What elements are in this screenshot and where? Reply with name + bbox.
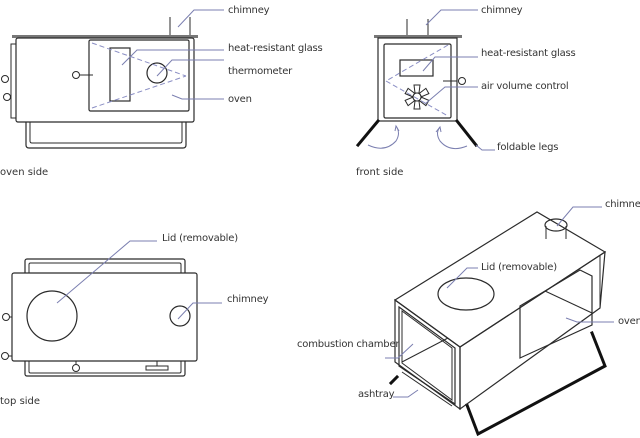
leader-oven bbox=[565, 317, 614, 323]
bottom-tray-outer bbox=[25, 122, 187, 149]
caption-oven-side: oven side bbox=[0, 167, 48, 178]
label-chimney: chimney bbox=[481, 5, 523, 16]
front-face bbox=[394, 298, 461, 411]
caption-top-side: top side bbox=[0, 396, 40, 407]
label-ashtray: ashtray bbox=[358, 389, 395, 400]
label-oven: oven bbox=[618, 316, 640, 327]
oven-door bbox=[88, 39, 190, 112]
leader-air-control bbox=[424, 86, 478, 105]
knob-upper bbox=[2, 313, 10, 321]
removable-lid bbox=[437, 277, 495, 311]
ashtray-edge-2 bbox=[401, 371, 453, 407]
ashtray-edge-1 bbox=[401, 367, 453, 403]
handle-knob bbox=[72, 364, 80, 372]
label-air-volume-control: air volume control bbox=[481, 81, 568, 92]
knob-upper bbox=[1, 75, 9, 83]
leader-lid bbox=[446, 267, 478, 289]
top-plate bbox=[11, 272, 198, 362]
heat-resistant-glass bbox=[109, 47, 131, 102]
thermometer-dial bbox=[146, 62, 168, 84]
fold-arrowhead-right bbox=[435, 125, 442, 133]
fold-arrowhead-left bbox=[394, 124, 400, 132]
label-combustion-chamber: combustion chamber bbox=[297, 339, 400, 350]
label-oven: oven bbox=[228, 94, 252, 105]
leg-left-stub bbox=[388, 374, 400, 386]
chimney-top bbox=[544, 218, 568, 232]
label-foldable-legs: foldable legs bbox=[497, 142, 558, 153]
bottom-tray-inner bbox=[29, 122, 183, 144]
label-chimney: chimney bbox=[227, 294, 269, 305]
side-face bbox=[459, 250, 606, 411]
hinge-line-lower bbox=[91, 75, 187, 109]
leader-chimney bbox=[177, 9, 224, 28]
label-thermometer: thermometer bbox=[228, 66, 293, 77]
label-chimney: chimney bbox=[605, 199, 640, 210]
label-heat-resistant-glass: heat-resistant glass bbox=[481, 48, 576, 59]
top-plate bbox=[374, 35, 462, 38]
leader-combustion bbox=[385, 343, 414, 359]
removable-lid bbox=[26, 290, 78, 342]
leader-chimney bbox=[425, 9, 478, 26]
top-plate bbox=[12, 35, 198, 38]
leader-glass bbox=[121, 49, 224, 66]
leader-chimney bbox=[177, 302, 222, 320]
chamber-depth-line bbox=[401, 337, 449, 363]
label-lid: Lid (removable) bbox=[481, 262, 557, 273]
combustion-chamber-inner bbox=[401, 310, 453, 401]
chimney-opening bbox=[169, 305, 191, 327]
leader-thermometer bbox=[156, 59, 224, 77]
label-lid: Lid (removable) bbox=[162, 233, 238, 244]
side-plate bbox=[10, 43, 17, 119]
stove-body bbox=[377, 37, 458, 122]
fold-arrow-right bbox=[437, 126, 468, 150]
knob-lower bbox=[3, 93, 11, 101]
stove-body bbox=[15, 37, 195, 123]
door-handle-knob bbox=[458, 77, 466, 85]
top-side-view: Lid (removable) chimney top side bbox=[0, 233, 269, 407]
door-handle-knob bbox=[72, 71, 80, 79]
heat-resistant-glass bbox=[399, 59, 434, 77]
leg-right-back bbox=[465, 331, 607, 437]
ash-drawer-handle bbox=[145, 365, 169, 371]
leader-legs bbox=[475, 144, 495, 151]
isometric-view: chimney Lid (removable) oven combustion … bbox=[297, 199, 640, 437]
oven-side-view: chimney heat-resistant glass thermometer… bbox=[0, 5, 323, 178]
leader-glass bbox=[422, 56, 478, 72]
leg-right bbox=[454, 118, 479, 148]
leader-oven bbox=[171, 94, 224, 100]
leader-lid bbox=[56, 240, 157, 304]
label-heat-resistant-glass: heat-resistant glass bbox=[228, 43, 323, 54]
caption-front-side: front side bbox=[356, 167, 403, 178]
leader-chimney bbox=[556, 206, 602, 227]
leg-left bbox=[355, 118, 381, 148]
hinge-line-lower bbox=[385, 80, 449, 117]
oven-window-outer bbox=[519, 269, 593, 359]
knob-lower bbox=[1, 352, 9, 360]
front-door bbox=[383, 43, 452, 119]
hinge-line-upper bbox=[91, 42, 187, 77]
leader-ashtray bbox=[393, 389, 419, 398]
combustion-chamber-outer bbox=[398, 305, 456, 406]
front-side-view: chimney heat-resistant glass air volume … bbox=[355, 5, 576, 178]
air-volume-control-icon bbox=[404, 84, 430, 110]
label-chimney: chimney bbox=[228, 5, 270, 16]
oven-depth-line bbox=[544, 290, 593, 314]
hinge-line-upper bbox=[385, 44, 449, 82]
